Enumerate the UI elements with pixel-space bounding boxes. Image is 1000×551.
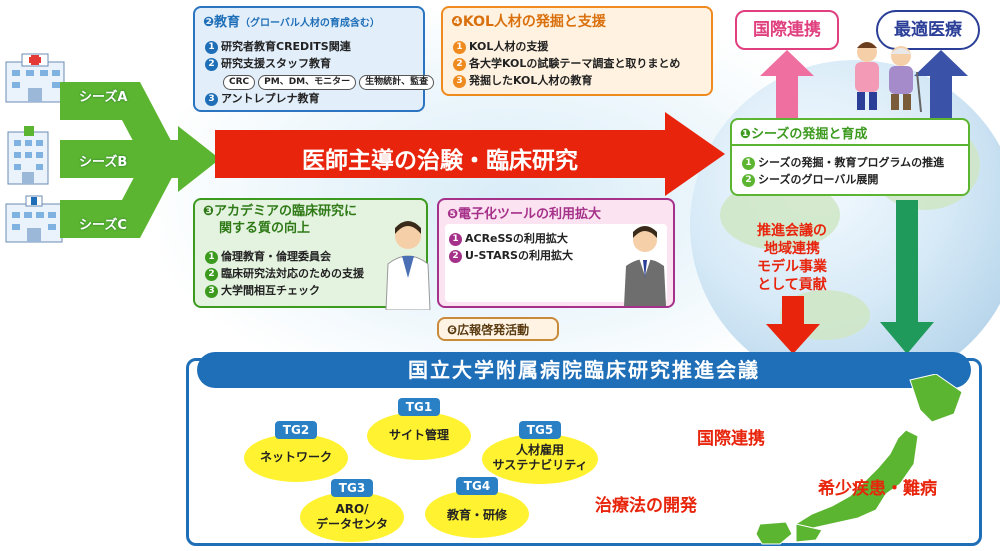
digital-title: ❺電子化ツールの利用拡大	[447, 207, 602, 222]
seed-label-a: シーズA	[79, 90, 128, 105]
tg1-text: サイト管理	[388, 428, 449, 442]
map-label-intl: 国際連携	[697, 429, 765, 449]
seed-arrow-a	[60, 82, 178, 154]
tg2-ellipse	[244, 434, 348, 482]
seed-label-b: シーズB	[79, 155, 128, 170]
tg2-text: ネットワーク	[259, 450, 332, 464]
pill-bio: 生物統計、監査	[359, 75, 435, 90]
tg5-text: 人材雇用 サステナビリティ	[492, 443, 588, 472]
pill-crc: CRC	[223, 75, 256, 90]
kol-title: ❹KOL人材の発掘と支援	[451, 14, 606, 30]
seed-arrow-c	[60, 166, 178, 238]
tg3-tag: TG3	[331, 479, 373, 497]
main-arrow-label: 医師主導の治験・臨床研究	[302, 148, 578, 174]
tg3-ellipse	[300, 492, 404, 542]
doctor-icon	[385, 221, 431, 310]
hospital-icon	[7, 126, 49, 185]
tg5-ellipse	[482, 434, 598, 484]
tg2-tag: TG2	[275, 421, 317, 439]
intl-up-arrow	[760, 50, 814, 122]
council-title: 国立大学附属病院臨床研究推進会議	[197, 352, 971, 388]
education-title: ❷教育	[203, 15, 241, 30]
seeds-title: ❶シーズの発掘と育成	[740, 127, 868, 142]
tg4-tag: TG4	[456, 477, 498, 495]
tg5-tag: TG5	[519, 421, 561, 439]
quality-title-line2: 関する質の向上	[219, 221, 311, 236]
red-down-arrow	[766, 296, 820, 354]
hospital-icons	[5, 53, 65, 243]
green-down-arrow	[880, 200, 934, 354]
optimal-badge: 最適医療	[876, 10, 980, 50]
pr-title: ❻広報啓発活動	[447, 323, 530, 337]
map-label-rare: 希少疾患・難病	[818, 479, 937, 499]
seeds-divider	[732, 144, 968, 146]
map-label-therapy: 治療法の開発	[595, 496, 697, 516]
intl-badge: 国際連携	[735, 10, 839, 50]
tg1-ellipse	[367, 412, 471, 460]
pr-box: ❻広報啓発活動	[437, 317, 559, 341]
businessman-icon	[624, 226, 666, 306]
hospital-icon	[5, 195, 63, 243]
japan-map-icon	[755, 374, 963, 545]
tg3-text: ARO/ データセンタ	[315, 502, 388, 531]
hospital-icon	[5, 53, 65, 103]
quality-title-line1: ❸アカデミアの臨床研究に	[203, 204, 358, 219]
education-title-sub: （グローバル人材の育成含む）	[240, 18, 380, 29]
seed-label-c: シーズC	[79, 218, 127, 233]
caregiver-icon	[855, 42, 922, 113]
tg1-tag: TG1	[398, 398, 440, 416]
contribution-text: 推進会議の 地域連携 モデル事業 として貢献	[757, 223, 827, 293]
pill-pm: PM、DM、モニター	[258, 75, 357, 90]
main-arrow	[215, 112, 725, 196]
seed-arrow-b	[60, 126, 220, 192]
optimal-up-arrow	[914, 50, 968, 122]
seed-arrows	[60, 82, 220, 238]
tg4-text: 教育・研修	[446, 508, 507, 522]
tg4-ellipse	[425, 490, 529, 538]
